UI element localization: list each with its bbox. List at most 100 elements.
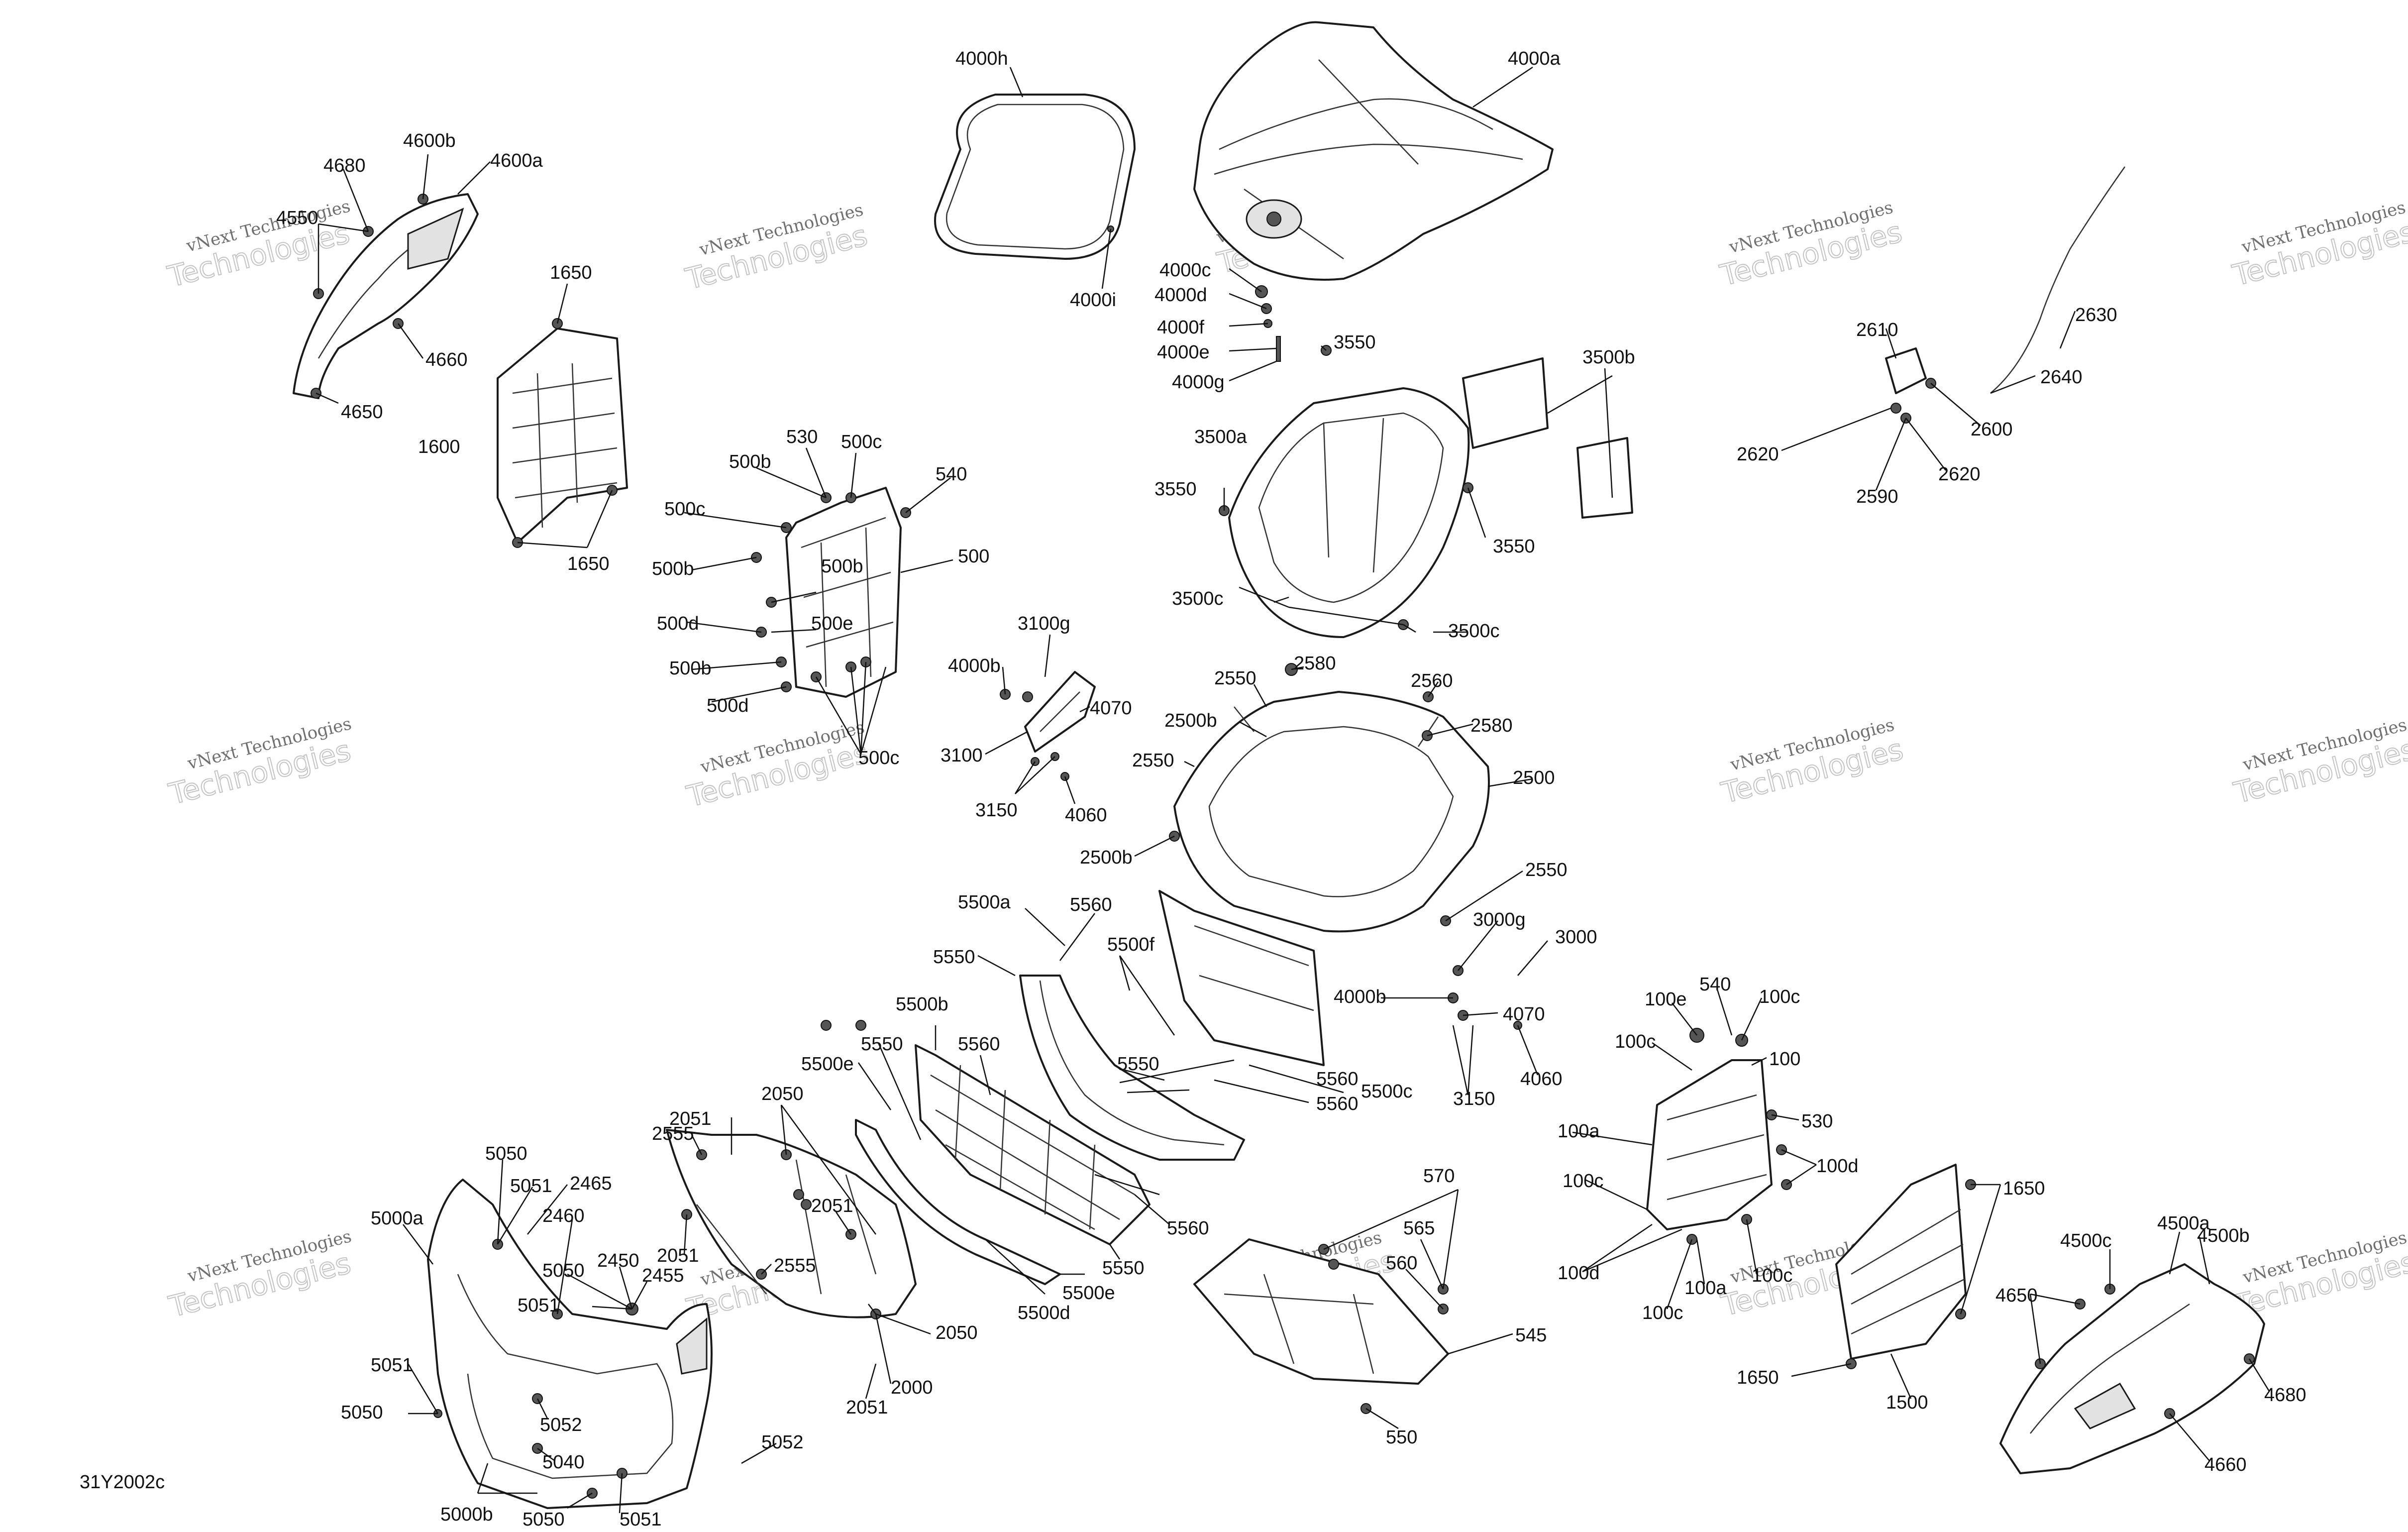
callout-label: 2580 (1294, 653, 1336, 674)
callout-label: 500b (729, 451, 771, 472)
callout-label: 2550 (1525, 860, 1568, 880)
part-grille-1600 (497, 328, 628, 544)
callout-label: 4650 (1995, 1285, 2038, 1306)
callout-label: 1650 (2003, 1178, 2045, 1199)
part-mesh-5500b (915, 1044, 1151, 1245)
part-front-fascia-5000a (427, 1179, 713, 1509)
leader-lines (315, 66, 2270, 1514)
callout-label: 5040 (542, 1452, 585, 1473)
callout-label: 4660 (2204, 1454, 2247, 1475)
callout-label: 5550 (1102, 1258, 1145, 1279)
callout-label: 3500c (1448, 621, 1500, 642)
callout-label: 100d (1816, 1156, 1859, 1177)
callout-label: 2455 (642, 1265, 684, 1286)
callout-label: 4600b (403, 130, 456, 151)
callout-label: 1650 (567, 553, 610, 574)
callout-label: 5560 (1316, 1069, 1359, 1090)
callout-label: 100c (1759, 986, 1800, 1007)
callout-label: 500 (958, 546, 989, 567)
callout-label: 5550 (861, 1034, 903, 1055)
callout-label: 4070 (1090, 698, 1132, 719)
callout-label: 4000f (1157, 317, 1205, 338)
watermark: Technologies vNext Technologies (165, 714, 354, 812)
callout-label: 100a (1558, 1121, 1600, 1142)
part-grille-1500 (1835, 1164, 1967, 1360)
callout-label: 500b (652, 558, 694, 579)
part-plate-5500c (1158, 890, 1325, 1066)
callout-label: 2450 (597, 1250, 639, 1271)
callout-label: 100 (1769, 1049, 1800, 1070)
parts (293, 21, 2265, 1509)
callout-label: 2051 (811, 1196, 853, 1216)
callout-label: 5500e (801, 1054, 854, 1075)
part-panel-3500b (1462, 357, 1633, 519)
watermark: Technologies vNext Technologies (1717, 715, 1907, 810)
callout-label: 2051 (846, 1397, 888, 1418)
part-side-panel-4500a (1999, 1263, 2265, 1474)
callout-label: 4070 (1503, 1004, 1545, 1025)
callout-label: 2555 (652, 1123, 694, 1144)
callout-label: 3550 (1334, 332, 1376, 353)
callout-label: 2051 (669, 1108, 712, 1129)
part-trim-5500d (855, 1119, 1061, 1285)
callout-label: 4550 (276, 208, 318, 228)
part-cable-2630 (1885, 166, 2126, 424)
callout-label: 2620 (1938, 464, 1981, 485)
callout-label: 3500b (1582, 347, 1635, 368)
watermark: Technologies vNext Technologies (682, 200, 871, 297)
callout-label: 540 (936, 464, 967, 485)
callout-label: 500d (657, 613, 699, 634)
diagram-code: 31Y2002c (80, 1472, 165, 1493)
callout-label: 560 (1386, 1253, 1417, 1274)
callout-label: 5052 (761, 1432, 804, 1453)
callout-label: 500c (664, 499, 705, 520)
watermark: Technologies vNext Technologies (683, 717, 872, 814)
callout-label: 3100 (941, 745, 983, 766)
part-bracket-100 (1646, 1059, 1773, 1230)
callout-label: 5051 (620, 1509, 662, 1530)
callout-label: 1650 (550, 262, 592, 283)
callout-label: 2640 (2040, 367, 2083, 388)
watermark: Technologies vNext Technologies (2230, 715, 2408, 810)
callout-label: 4060 (1065, 805, 1107, 826)
callout-label: 3550 (1154, 479, 1197, 500)
callout-label: 5050 (341, 1402, 383, 1423)
callout-label: 5560 (958, 1034, 1000, 1055)
callout-label: 4060 (1520, 1069, 1563, 1090)
callout-label: 530 (1801, 1111, 1833, 1132)
callout-label: 3150 (1453, 1089, 1495, 1109)
callout-label: 2550 (1132, 750, 1174, 771)
watermark: Technologies vNext Technologies (2229, 198, 2408, 293)
callout-label: 5050 (542, 1260, 585, 1281)
callout-label: 4680 (323, 155, 366, 176)
callout-label: 5560 (1167, 1218, 1209, 1239)
callout-label: 3500a (1194, 427, 1248, 447)
callout-label: 500e (811, 613, 853, 634)
callout-label: 5051 (510, 1176, 552, 1197)
callout-label: 5500a (958, 892, 1011, 913)
callout-label: 4000c (1159, 260, 1211, 281)
callout-label: 4000e (1157, 342, 1210, 363)
part-bracket-3100 (1024, 671, 1096, 753)
callout-label: 2620 (1737, 444, 1779, 465)
callout-label: 3500c (1172, 588, 1224, 609)
callout-label: 4650 (341, 402, 383, 423)
callout-label: 3000 (1555, 927, 1597, 948)
callout-label: 5500d (1018, 1303, 1070, 1323)
callout-label: 500c (841, 432, 882, 452)
callout-label: 4660 (425, 349, 468, 370)
callout-label: 5500f (1107, 934, 1155, 955)
callout-label: 4000g (1172, 372, 1225, 393)
part-fascia-2000 (666, 1129, 917, 1318)
part-storage-bin-3500a (1228, 387, 1470, 638)
callout-label: 500b (669, 658, 712, 679)
callout-label: 4000b (948, 656, 1001, 676)
callout-label: 2560 (1411, 670, 1453, 691)
callout-label: 500b (821, 556, 863, 577)
callout-label: 5000a (371, 1208, 424, 1229)
callout-label: 5050 (485, 1143, 527, 1164)
callout-label: 5050 (523, 1509, 565, 1530)
callout-label: 2050 (761, 1084, 804, 1104)
